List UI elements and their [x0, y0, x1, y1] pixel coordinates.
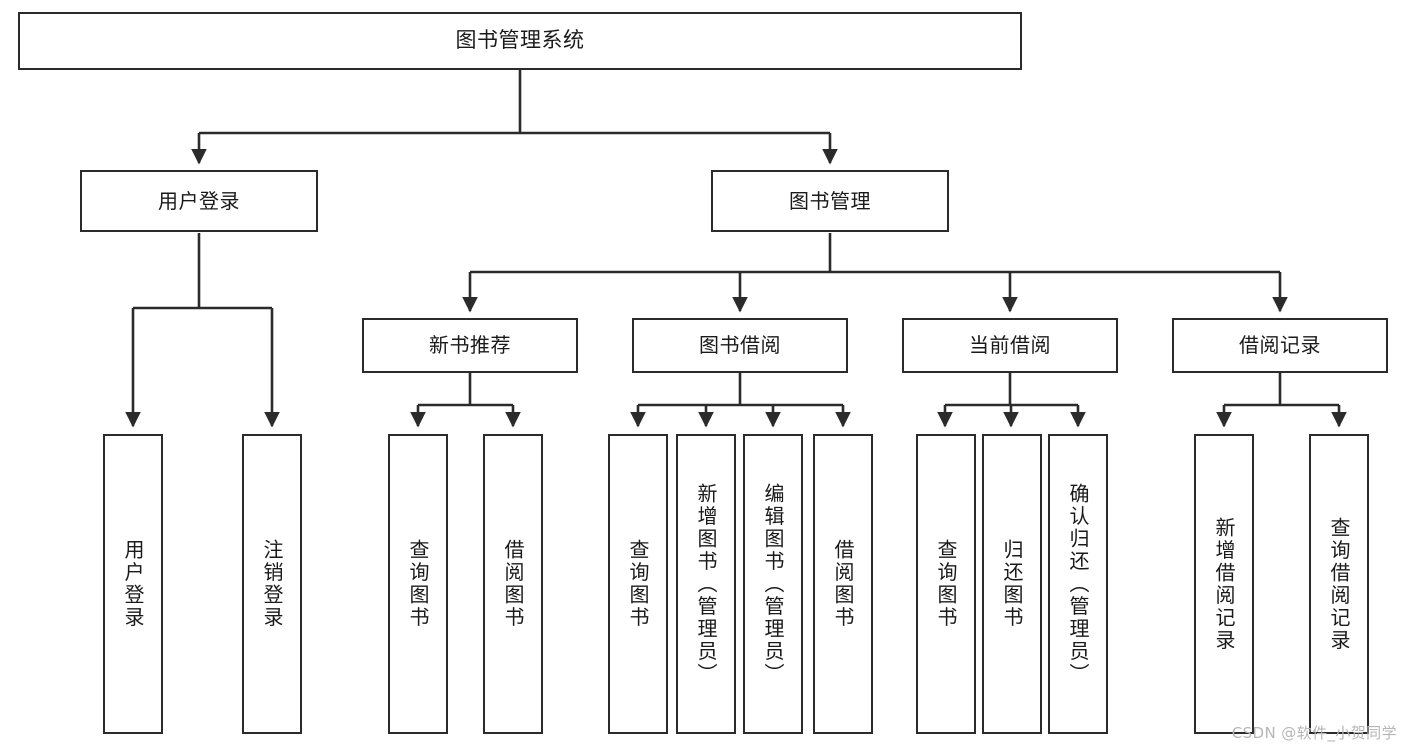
- node-label: 借阅图书: [831, 539, 855, 629]
- node-label: 用户登录: [121, 539, 145, 629]
- node-label: 查询图书: [406, 539, 430, 629]
- node-label: 查询借阅记录: [1327, 516, 1351, 652]
- leaf-borrow-book-nb[interactable]: 借阅图书: [483, 434, 543, 734]
- node-label: 借阅图书: [501, 539, 525, 629]
- leaf-query-book-bb[interactable]: 查询图书: [608, 434, 668, 734]
- node-label: 图书借阅: [699, 333, 781, 358]
- leaf-query-book-nb[interactable]: 查询图书: [388, 434, 448, 734]
- node-label: 图书管理: [789, 188, 871, 213]
- leaf-user-login[interactable]: 用户登录: [103, 434, 163, 734]
- node-label: 图书管理系统: [455, 28, 585, 53]
- node-label: 归还图书: [1000, 539, 1024, 629]
- leaf-logout[interactable]: 注销登录: [242, 434, 302, 734]
- node-label: 新增借阅记录: [1212, 516, 1236, 652]
- node-label: 借阅记录: [1239, 333, 1321, 358]
- node-current-borrow[interactable]: 当前借阅: [902, 318, 1118, 373]
- leaf-add-book-admin[interactable]: 新增图书（管理员）: [676, 434, 736, 734]
- node-label: 新增图书（管理员）: [694, 482, 718, 686]
- node-label: 确认归还（管理员）: [1066, 482, 1090, 686]
- leaf-query-borrow-record[interactable]: 查询借阅记录: [1309, 434, 1369, 734]
- node-label: 注销登录: [260, 539, 284, 629]
- node-label: 新书推荐: [429, 333, 511, 358]
- leaf-add-borrow-record[interactable]: 新增借阅记录: [1194, 434, 1254, 734]
- node-root-system[interactable]: 图书管理系统: [18, 12, 1022, 70]
- node-user-login[interactable]: 用户登录: [80, 170, 318, 232]
- node-label: 查询图书: [626, 539, 650, 629]
- leaf-return-book[interactable]: 归还图书: [982, 434, 1042, 734]
- leaf-confirm-return-admin[interactable]: 确认归还（管理员）: [1048, 434, 1108, 734]
- node-label: 编辑图书（管理员）: [761, 482, 785, 686]
- node-book-borrow[interactable]: 图书借阅: [632, 318, 848, 373]
- leaf-query-book-cb[interactable]: 查询图书: [916, 434, 976, 734]
- leaf-borrow-book-bb[interactable]: 借阅图书: [813, 434, 873, 734]
- leaf-edit-book-admin[interactable]: 编辑图书（管理员）: [743, 434, 803, 734]
- node-book-management[interactable]: 图书管理: [711, 170, 949, 232]
- node-label: 查询图书: [934, 539, 958, 629]
- node-new-book-recommend[interactable]: 新书推荐: [362, 318, 578, 373]
- node-borrow-records[interactable]: 借阅记录: [1172, 318, 1388, 373]
- node-label: 用户登录: [158, 188, 240, 213]
- node-label: 当前借阅: [969, 333, 1051, 358]
